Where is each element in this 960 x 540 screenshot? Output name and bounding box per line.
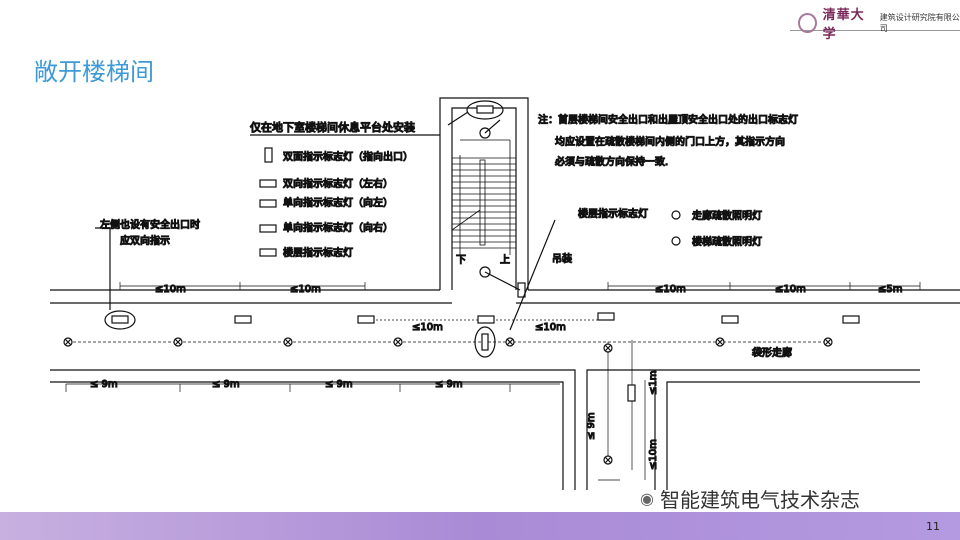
dim: ≤10m xyxy=(290,284,321,295)
dim: ≤10m xyxy=(535,322,566,333)
seal-icon xyxy=(798,13,817,33)
dim: ≤1m xyxy=(648,371,659,395)
note-line: 均应设置在疏散楼梯间内侧的门口上方，其指示方向 xyxy=(555,135,785,148)
corridor-lamp-icon xyxy=(283,337,293,347)
corridor-label: 袋形走廊 xyxy=(752,346,792,359)
legend-item: 楼层指示标志灯 xyxy=(283,246,353,259)
lamp-legend: 楼梯疏散照明灯 xyxy=(692,235,762,248)
logo-text: 清華大学 xyxy=(822,8,865,42)
lamp-legend: 走廊疏散照明灯 xyxy=(692,209,762,222)
watermark: ◉ 智能建筑电气技术杂志 xyxy=(640,484,860,513)
dim: ≤10m xyxy=(655,284,686,295)
note-line: 必须与疏散方向保持一致. xyxy=(555,155,668,168)
footer-band xyxy=(0,512,960,540)
org-name: 建筑设计研究院有限公司 xyxy=(879,13,960,33)
dim: ≤ 9m xyxy=(212,379,240,390)
corridor-lamp-icon xyxy=(63,337,73,347)
corridor-lamp-icon xyxy=(715,337,725,347)
dim: ≤ 9m xyxy=(586,412,597,440)
floor-sign-label: 楼层指示标志灯 xyxy=(578,207,648,220)
watermark-text: 智能建筑电气技术杂志 xyxy=(659,488,860,512)
dim: ≤10m xyxy=(648,439,659,470)
install-note: 仅在地下室楼梯间休息平台处安装 xyxy=(250,120,415,134)
corridor-lamp-icon xyxy=(603,455,613,465)
legend-item: 单向指示标志灯（向左） xyxy=(283,196,393,209)
corridor-lamp-icon xyxy=(173,337,183,347)
dim: ≤10m xyxy=(775,284,806,295)
dim: ≤ 9m xyxy=(90,379,118,390)
left-note: 左侧也设有安全出口时 xyxy=(100,218,200,231)
hang-label: 吊装 xyxy=(552,252,572,265)
legend-item: 双面指示标志灯（指向出口） xyxy=(283,150,413,163)
stair-down: 下 xyxy=(456,255,466,266)
dim: ≤10m xyxy=(412,322,443,333)
corridor-lamp-icon xyxy=(823,337,833,347)
stair-up: 上 xyxy=(500,254,510,266)
dim: ≤ 9m xyxy=(325,379,353,390)
note-line: 注：首层楼梯间安全出口和出屋顶安全出口处的出口标志灯 xyxy=(538,113,798,126)
corridor-lamp-icon xyxy=(505,337,515,347)
page-number: 11 xyxy=(926,520,940,533)
legend-item: 双向指示标志灯（左右） xyxy=(283,177,393,190)
dim: ≤ 9m xyxy=(435,379,463,390)
dim: ≤5m xyxy=(878,284,902,295)
header-rule xyxy=(790,30,960,31)
left-note: 应双向指示 xyxy=(120,234,170,247)
corridor-lamp-icon xyxy=(393,337,403,347)
dim: ≤10m xyxy=(155,284,186,295)
corridor-lamp-icon xyxy=(603,343,613,353)
legend-item: 单向指示标志灯（向右） xyxy=(283,221,393,234)
university-logo: 清華大学 建筑设计研究院有限公司 xyxy=(798,4,960,42)
page-title: 敞开楼梯间 xyxy=(34,58,154,86)
wechat-icon: ◉ xyxy=(640,489,654,508)
